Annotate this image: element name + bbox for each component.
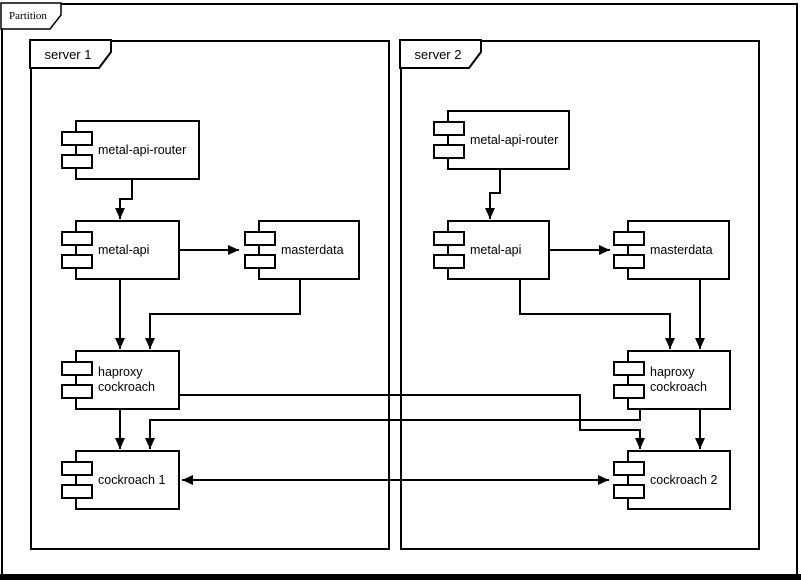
component-port-icon <box>613 361 645 376</box>
server2-frame <box>400 40 760 550</box>
component-s2-haproxy-cockroach: haproxy cockroach <box>613 350 731 410</box>
component-label: haproxy cockroach <box>98 365 155 394</box>
connector-s1-masterdata-to-haproxy <box>145 280 301 349</box>
component-s1-cockroach-1: cockroach 1 <box>61 450 180 510</box>
component-port-icon <box>61 384 93 399</box>
component-label: metal-api-router <box>470 132 559 147</box>
connector-s1-haproxy-to-cockroach2 <box>180 394 645 449</box>
component-label: metal-api <box>470 242 522 257</box>
component-port-icon <box>433 144 465 159</box>
component-label: haproxy cockroach <box>650 365 707 394</box>
component-port-icon <box>61 254 93 269</box>
component-label: cockroach 2 <box>650 472 718 487</box>
server1-frame <box>30 40 390 550</box>
component-label: metal-api <box>98 242 150 257</box>
component-port-icon <box>61 461 93 476</box>
component-s1-metal-api: metal-api <box>61 220 180 280</box>
component-s2-metal-api-router: metal-api-router <box>433 110 570 170</box>
component-port-icon <box>61 154 93 169</box>
component-s2-masterdata: masterdata <box>613 220 730 280</box>
connector-s1-router-to-metalapi <box>115 180 133 219</box>
connector-s2-router-to-metalapi <box>485 170 501 219</box>
component-port-icon <box>433 254 465 269</box>
component-label: masterdata <box>650 242 713 257</box>
component-port-icon <box>61 231 93 246</box>
connector-s2-metalapi-to-haproxy <box>519 280 675 349</box>
component-s2-metal-api: metal-api <box>433 220 550 280</box>
component-label: masterdata <box>281 242 344 257</box>
component-port-icon <box>433 231 465 246</box>
server2-label-tab <box>399 39 482 69</box>
component-port-icon <box>613 461 645 476</box>
component-port-icon <box>244 254 276 269</box>
component-port-icon <box>61 131 93 146</box>
component-s2-cockroach-2: cockroach 2 <box>613 450 731 510</box>
component-port-icon <box>613 254 645 269</box>
component-port-icon <box>613 484 645 499</box>
partition-label-tab <box>0 2 62 30</box>
component-port-icon <box>61 361 93 376</box>
component-port-icon <box>613 231 645 246</box>
component-s1-masterdata: masterdata <box>244 220 360 280</box>
component-label: cockroach 1 <box>98 472 166 487</box>
component-port-icon <box>613 384 645 399</box>
component-port-icon <box>244 231 276 246</box>
component-s1-haproxy-cockroach: haproxy cockroach <box>61 350 180 410</box>
server1-label-tab <box>29 39 112 69</box>
connector-s2-haproxy-to-cockroach1 <box>145 410 641 449</box>
bottom-border-bar <box>0 574 801 580</box>
component-label: metal-api-router <box>98 142 187 157</box>
component-port-icon <box>61 484 93 499</box>
partition-label: Partition <box>9 10 47 22</box>
server1-label: server 1 <box>44 46 92 62</box>
component-s1-metal-api-router: metal-api-router <box>61 120 200 180</box>
server2-label: server 2 <box>414 46 462 62</box>
component-port-icon <box>433 121 465 136</box>
